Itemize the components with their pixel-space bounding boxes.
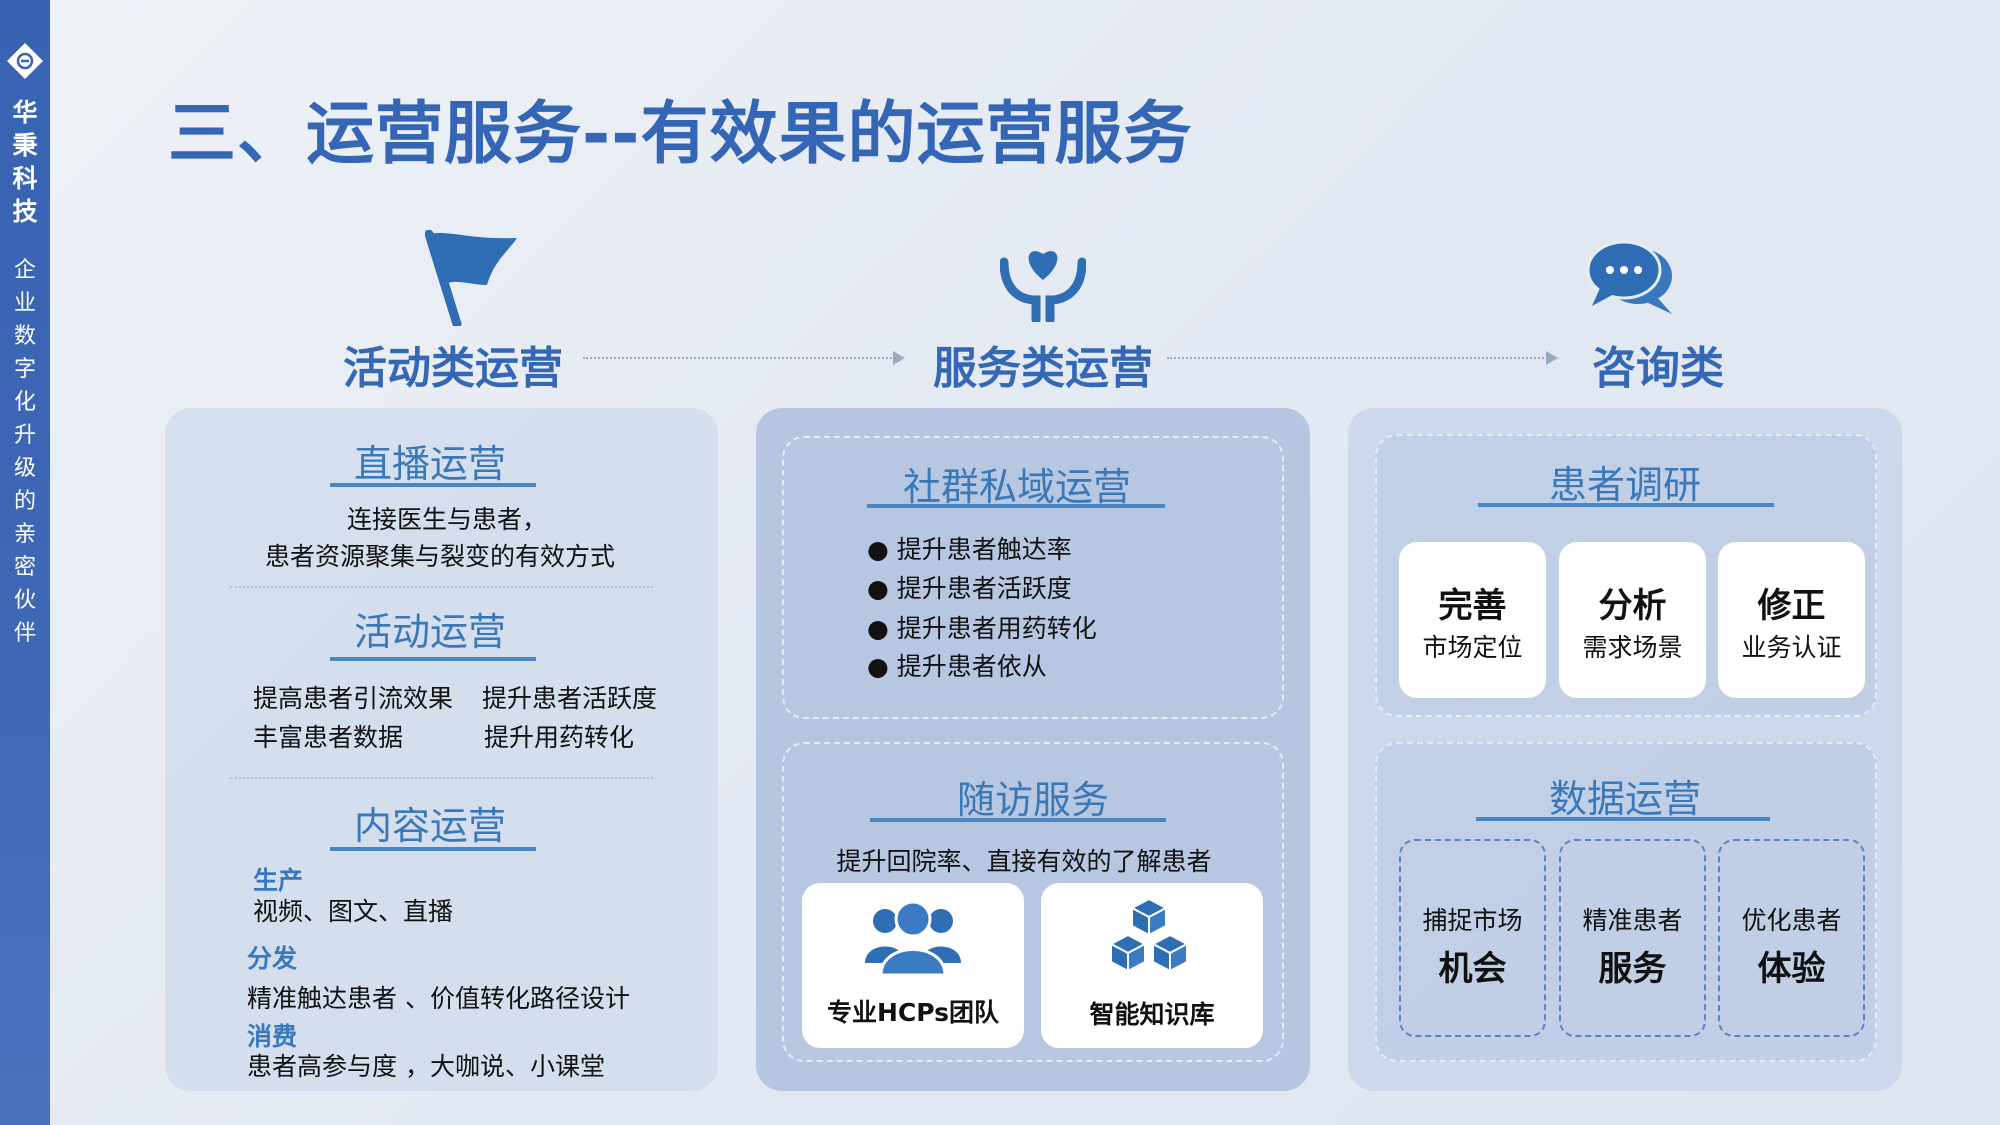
data-card-sub: 优化患者 [1741, 906, 1842, 935]
hcp-team-card: 专业HCPs团队 [802, 883, 1024, 1048]
column-heading-consult: 咨询类 [1592, 343, 1724, 394]
cubes-icon [1108, 897, 1190, 973]
page-title: 三、运营服务--有效果的运营服务 [168, 95, 1193, 174]
heart-hands-icon [1000, 251, 1086, 322]
title-underline [330, 657, 536, 661]
research-card: 完善市场定位 [1399, 542, 1546, 698]
title-underline [330, 483, 536, 487]
brand-char: 秉 [12, 131, 38, 160]
divider [230, 777, 653, 779]
slogan: 企业数字化升级的亲密伙伴 [0, 254, 50, 650]
flag-icon [425, 230, 517, 326]
data-ops-card: 优化患者体验 [1718, 839, 1865, 1037]
activity-ops-title: 活动运营 [353, 610, 507, 654]
research-title: 患者调研 [1548, 463, 1702, 507]
data-card-main: 体验 [1757, 949, 1826, 989]
arrow-connector [1167, 351, 1558, 365]
sidebar: 华秉科技 企业数字化升级的亲密伙伴 [0, 0, 50, 1125]
research-card-main: 修正 [1757, 586, 1826, 626]
data-ops-card: 精准患者服务 [1559, 839, 1706, 1037]
column-heading-service: 服务类运营 [933, 343, 1153, 394]
slogan-char: 字 [13, 357, 36, 382]
title-underline [1476, 817, 1770, 821]
produce-label: 生产 [253, 866, 304, 895]
activity-item: 提升用药转化 [484, 723, 635, 752]
slogan-char: 化 [13, 390, 36, 415]
brand-char: 科 [12, 164, 38, 193]
data-card-sub: 精准患者 [1582, 906, 1683, 935]
slogan-char: 伙 [13, 588, 36, 613]
chat-bubbles-icon [1586, 240, 1672, 314]
consume-label: 消费 [247, 1022, 298, 1051]
title-underline [330, 847, 536, 851]
company-logo-icon [7, 43, 43, 79]
data-card-main: 机会 [1438, 949, 1507, 989]
divider [230, 586, 653, 588]
research-card-main: 分析 [1598, 586, 1667, 626]
community-title: 社群私域运营 [902, 465, 1132, 509]
slogan-char: 业 [13, 291, 36, 316]
research-card: 分析需求场景 [1559, 542, 1706, 698]
followup-text: 提升回院率、直接有效的了解患者 [836, 847, 1212, 876]
arrow-connector [583, 351, 905, 365]
community-bullet: ● 提升患者触达率 [867, 535, 1072, 564]
live-ops-title: 直播运营 [353, 442, 507, 486]
distribute-text: 精准触达患者 、价值转化路径设计 [247, 984, 630, 1013]
hcp-team-label: 专业HCPs团队 [826, 998, 1000, 1027]
slogan-char: 企 [13, 258, 36, 283]
research-card-main: 完善 [1438, 586, 1507, 626]
title-underline [870, 818, 1166, 822]
slogan-char: 级 [13, 456, 36, 481]
community-bullet: ● 提升患者用药转化 [867, 614, 1097, 643]
consume-text: 患者高参与度 ，大咖说、小课堂 [247, 1052, 605, 1081]
slogan-char: 升 [13, 423, 36, 448]
knowledge-base-label: 智能知识库 [1089, 1000, 1215, 1029]
live-ops-line: 患者资源聚集与裂变的有效方式 [264, 542, 616, 571]
slogan-char: 的 [13, 489, 36, 514]
activity-item: 丰富患者数据 [253, 723, 404, 752]
bullet-text: 提升患者触达率 [896, 535, 1072, 564]
research-card-sub: 需求场景 [1582, 633, 1683, 662]
community-bullet: ● 提升患者活跃度 [867, 574, 1072, 603]
live-ops-line: 连接医生与患者， [346, 505, 548, 534]
followup-title: 随访服务 [956, 778, 1110, 822]
research-card-sub: 市场定位 [1422, 633, 1523, 662]
research-card-sub: 业务认证 [1741, 633, 1842, 662]
brand-char: 华 [12, 98, 38, 127]
slogan-char: 密 [13, 555, 36, 580]
community-bullet: ● 提升患者依从 [867, 652, 1047, 681]
activity-item: 提升患者活跃度 [482, 684, 658, 713]
data-ops-box [1375, 742, 1877, 1062]
slogan-char: 伴 [13, 621, 36, 646]
produce-text: 视频、图文、直播 [253, 897, 454, 926]
data-ops-card: 捕捉市场机会 [1399, 839, 1546, 1037]
bullet-text: 提升患者活跃度 [896, 574, 1072, 603]
brand-name: 华秉科技 [0, 96, 50, 228]
knowledge-base-card: 智能知识库 [1041, 883, 1263, 1048]
brand-char: 技 [12, 197, 38, 226]
distribute-label: 分发 [247, 944, 298, 973]
data-card-sub: 捕捉市场 [1422, 906, 1523, 935]
slogan-char: 数 [13, 324, 36, 349]
people-group-icon [865, 900, 961, 977]
data-card-main: 服务 [1598, 949, 1667, 989]
title-underline [867, 504, 1165, 508]
column-heading-activity: 活动类运营 [343, 343, 563, 394]
slogan-char: 亲 [13, 522, 36, 547]
research-card: 修正业务认证 [1718, 542, 1865, 698]
community-box [782, 436, 1284, 719]
bullet-text: 提升患者依从 [896, 652, 1047, 681]
data-ops-title: 数据运营 [1548, 777, 1702, 821]
bullet-text: 提升患者用药转化 [896, 614, 1097, 643]
content-ops-title: 内容运营 [353, 804, 507, 848]
activity-operations-panel [165, 408, 718, 1091]
title-underline [1478, 503, 1774, 507]
activity-item: 提高患者引流效果 [253, 684, 454, 713]
